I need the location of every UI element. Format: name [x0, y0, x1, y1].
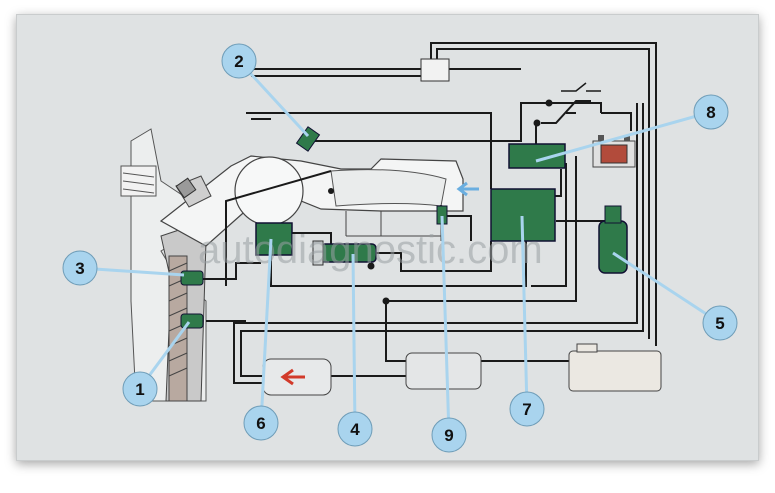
intake-manifold	[159, 155, 479, 247]
callout-7-label: 7	[522, 400, 531, 419]
callout-6-label: 6	[256, 414, 265, 433]
ignition-switch-symbol	[561, 82, 601, 92]
callout-4-label: 4	[350, 420, 360, 439]
component-temp-sensor-3	[180, 270, 204, 286]
fuel-tank	[568, 343, 662, 392]
callout-2: 2	[221, 43, 257, 79]
air-flow-arrow	[456, 181, 479, 197]
callout-3-label: 3	[75, 259, 84, 278]
callout-1: 1	[122, 371, 158, 407]
callout-6: 6	[243, 405, 279, 441]
engine-block	[120, 128, 207, 402]
air-connector	[420, 58, 450, 82]
callout-2-label: 2	[234, 52, 243, 71]
wire-junctions	[328, 99, 553, 305]
callout-4: 4	[337, 411, 373, 447]
fuel-filter	[262, 358, 332, 396]
fuel-pump	[405, 352, 482, 390]
callout-8-label: 8	[706, 103, 715, 122]
fuel-flow-arrow	[280, 368, 305, 386]
component-airflow-sensor	[255, 222, 293, 256]
watermark: autodiagnostic.com	[198, 228, 543, 272]
callout-1-label: 1	[135, 380, 144, 399]
component-idle-valve	[312, 240, 377, 266]
callout-3: 3	[62, 250, 98, 286]
callout-5-label: 5	[715, 314, 724, 333]
callout-9: 9	[431, 417, 467, 453]
diagram-frame: autodiagnostic.com 1 2 3 4 5 6 7	[16, 14, 759, 461]
fuel-injection-diagram: autodiagnostic.com 1 2 3 4 5 6 7	[62, 42, 738, 453]
component-injector-2	[295, 126, 321, 152]
callout-7: 7	[509, 391, 545, 427]
battery	[592, 135, 636, 168]
component-ignition-coil	[598, 205, 628, 274]
callout-5: 5	[702, 305, 738, 341]
callout-8: 8	[693, 94, 729, 130]
callout-9-label: 9	[444, 426, 453, 445]
